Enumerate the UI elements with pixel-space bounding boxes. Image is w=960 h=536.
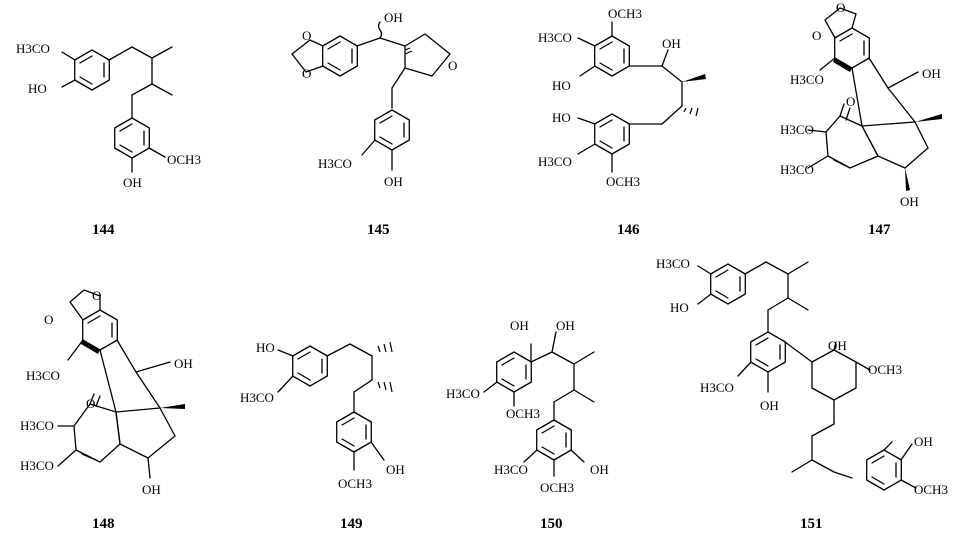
label-oh-top: OH [384, 10, 403, 25]
label-och3: OCH3 [868, 362, 902, 377]
label-h3co: H3CO [446, 386, 480, 401]
label-ho: HO [670, 300, 689, 315]
compound-147: O O H3CO OH O H3CO H3CO OH 147 [780, 0, 942, 238]
label-och3-2: OCH3 [540, 480, 574, 495]
label-oh-3: OH [590, 462, 609, 477]
label-oh: OH [384, 174, 403, 189]
label-och3-top: OCH3 [608, 6, 642, 21]
label-o-2: O [302, 66, 311, 81]
label-oh: OH [828, 338, 847, 353]
label-oh: OH [922, 66, 941, 81]
compound-145: OH O O O H3CO OH 145 [291, 10, 457, 238]
compound-148: O O H3CO OH O H3CO H3CO OH 148 [20, 288, 193, 532]
label-h3co-2: H3CO [700, 380, 734, 395]
label-ho: HO [28, 81, 47, 96]
label-h3co-3: H3CO [20, 458, 54, 473]
label-h3co-2: H3CO [780, 122, 814, 137]
compound-number: 146 [617, 222, 640, 238]
compound-149: HO H3CO OH OCH3 149 [240, 340, 405, 532]
label-h3co-2: H3CO [494, 462, 528, 477]
label-och3-2: OCH3 [914, 482, 948, 497]
label-oh: OH [174, 356, 193, 371]
compound-number: 148 [92, 516, 115, 532]
label-ho-2: HO [552, 110, 571, 125]
label-ho: HO [256, 340, 275, 355]
label-o-1: O [302, 28, 311, 43]
compound-151: H3CO HO OH OCH3 H3CO OH OH OCH3 151 [656, 256, 948, 532]
label-och3: OCH3 [338, 476, 372, 491]
label-h3co-2: H3CO [20, 418, 54, 433]
compound-number: 145 [367, 222, 390, 238]
compound-number: 144 [92, 222, 115, 238]
label-oh: OH [386, 462, 405, 477]
compound-number: 151 [800, 516, 823, 532]
label-h3co-3: H3CO [780, 162, 814, 177]
label-oh-1: OH [510, 318, 529, 333]
label-ho: HO [552, 78, 571, 93]
label-och3: OCH3 [167, 152, 201, 167]
label-h3co: H3CO [240, 390, 274, 405]
label-h3co: H3CO [26, 368, 60, 383]
label-o-2: O [812, 28, 821, 43]
label-o-1: O [92, 288, 101, 303]
label-oh: OH [123, 175, 142, 190]
label-och3: OCH3 [506, 406, 540, 421]
compound-number: 149 [340, 516, 363, 532]
label-oh-2: OH [760, 398, 779, 413]
label-o-2: O [44, 312, 53, 327]
label-o-keto: O [86, 396, 95, 411]
label-oh-2: OH [556, 318, 575, 333]
label-oh-3: OH [914, 434, 933, 449]
label-h3co: H3CO [656, 256, 690, 271]
compound-146: OCH3 H3CO HO OH HO H3CO OCH3 146 [538, 6, 706, 238]
label-o-keto: O [846, 94, 855, 109]
compound-150: OH OH H3CO OCH3 H3CO OH OCH3 150 [446, 318, 609, 532]
label-o-ring: O [448, 58, 457, 73]
label-och3-bottom: OCH3 [606, 174, 640, 189]
compound-144: H3CO HO OCH3 OH 144 [16, 41, 201, 238]
compound-number: 147 [868, 222, 891, 238]
compound-number: 150 [540, 516, 563, 532]
label-o-1: O [836, 0, 845, 15]
label-h3co: H3CO [318, 156, 352, 171]
label-h3co-2: H3CO [538, 154, 572, 169]
label-oh: OH [662, 36, 681, 51]
label-oh-2: OH [142, 482, 161, 497]
label-h3co: H3CO [538, 30, 572, 45]
label-h3co: H3CO [16, 41, 50, 56]
label-h3co: H3CO [790, 72, 824, 87]
label-oh-2: OH [900, 194, 919, 209]
